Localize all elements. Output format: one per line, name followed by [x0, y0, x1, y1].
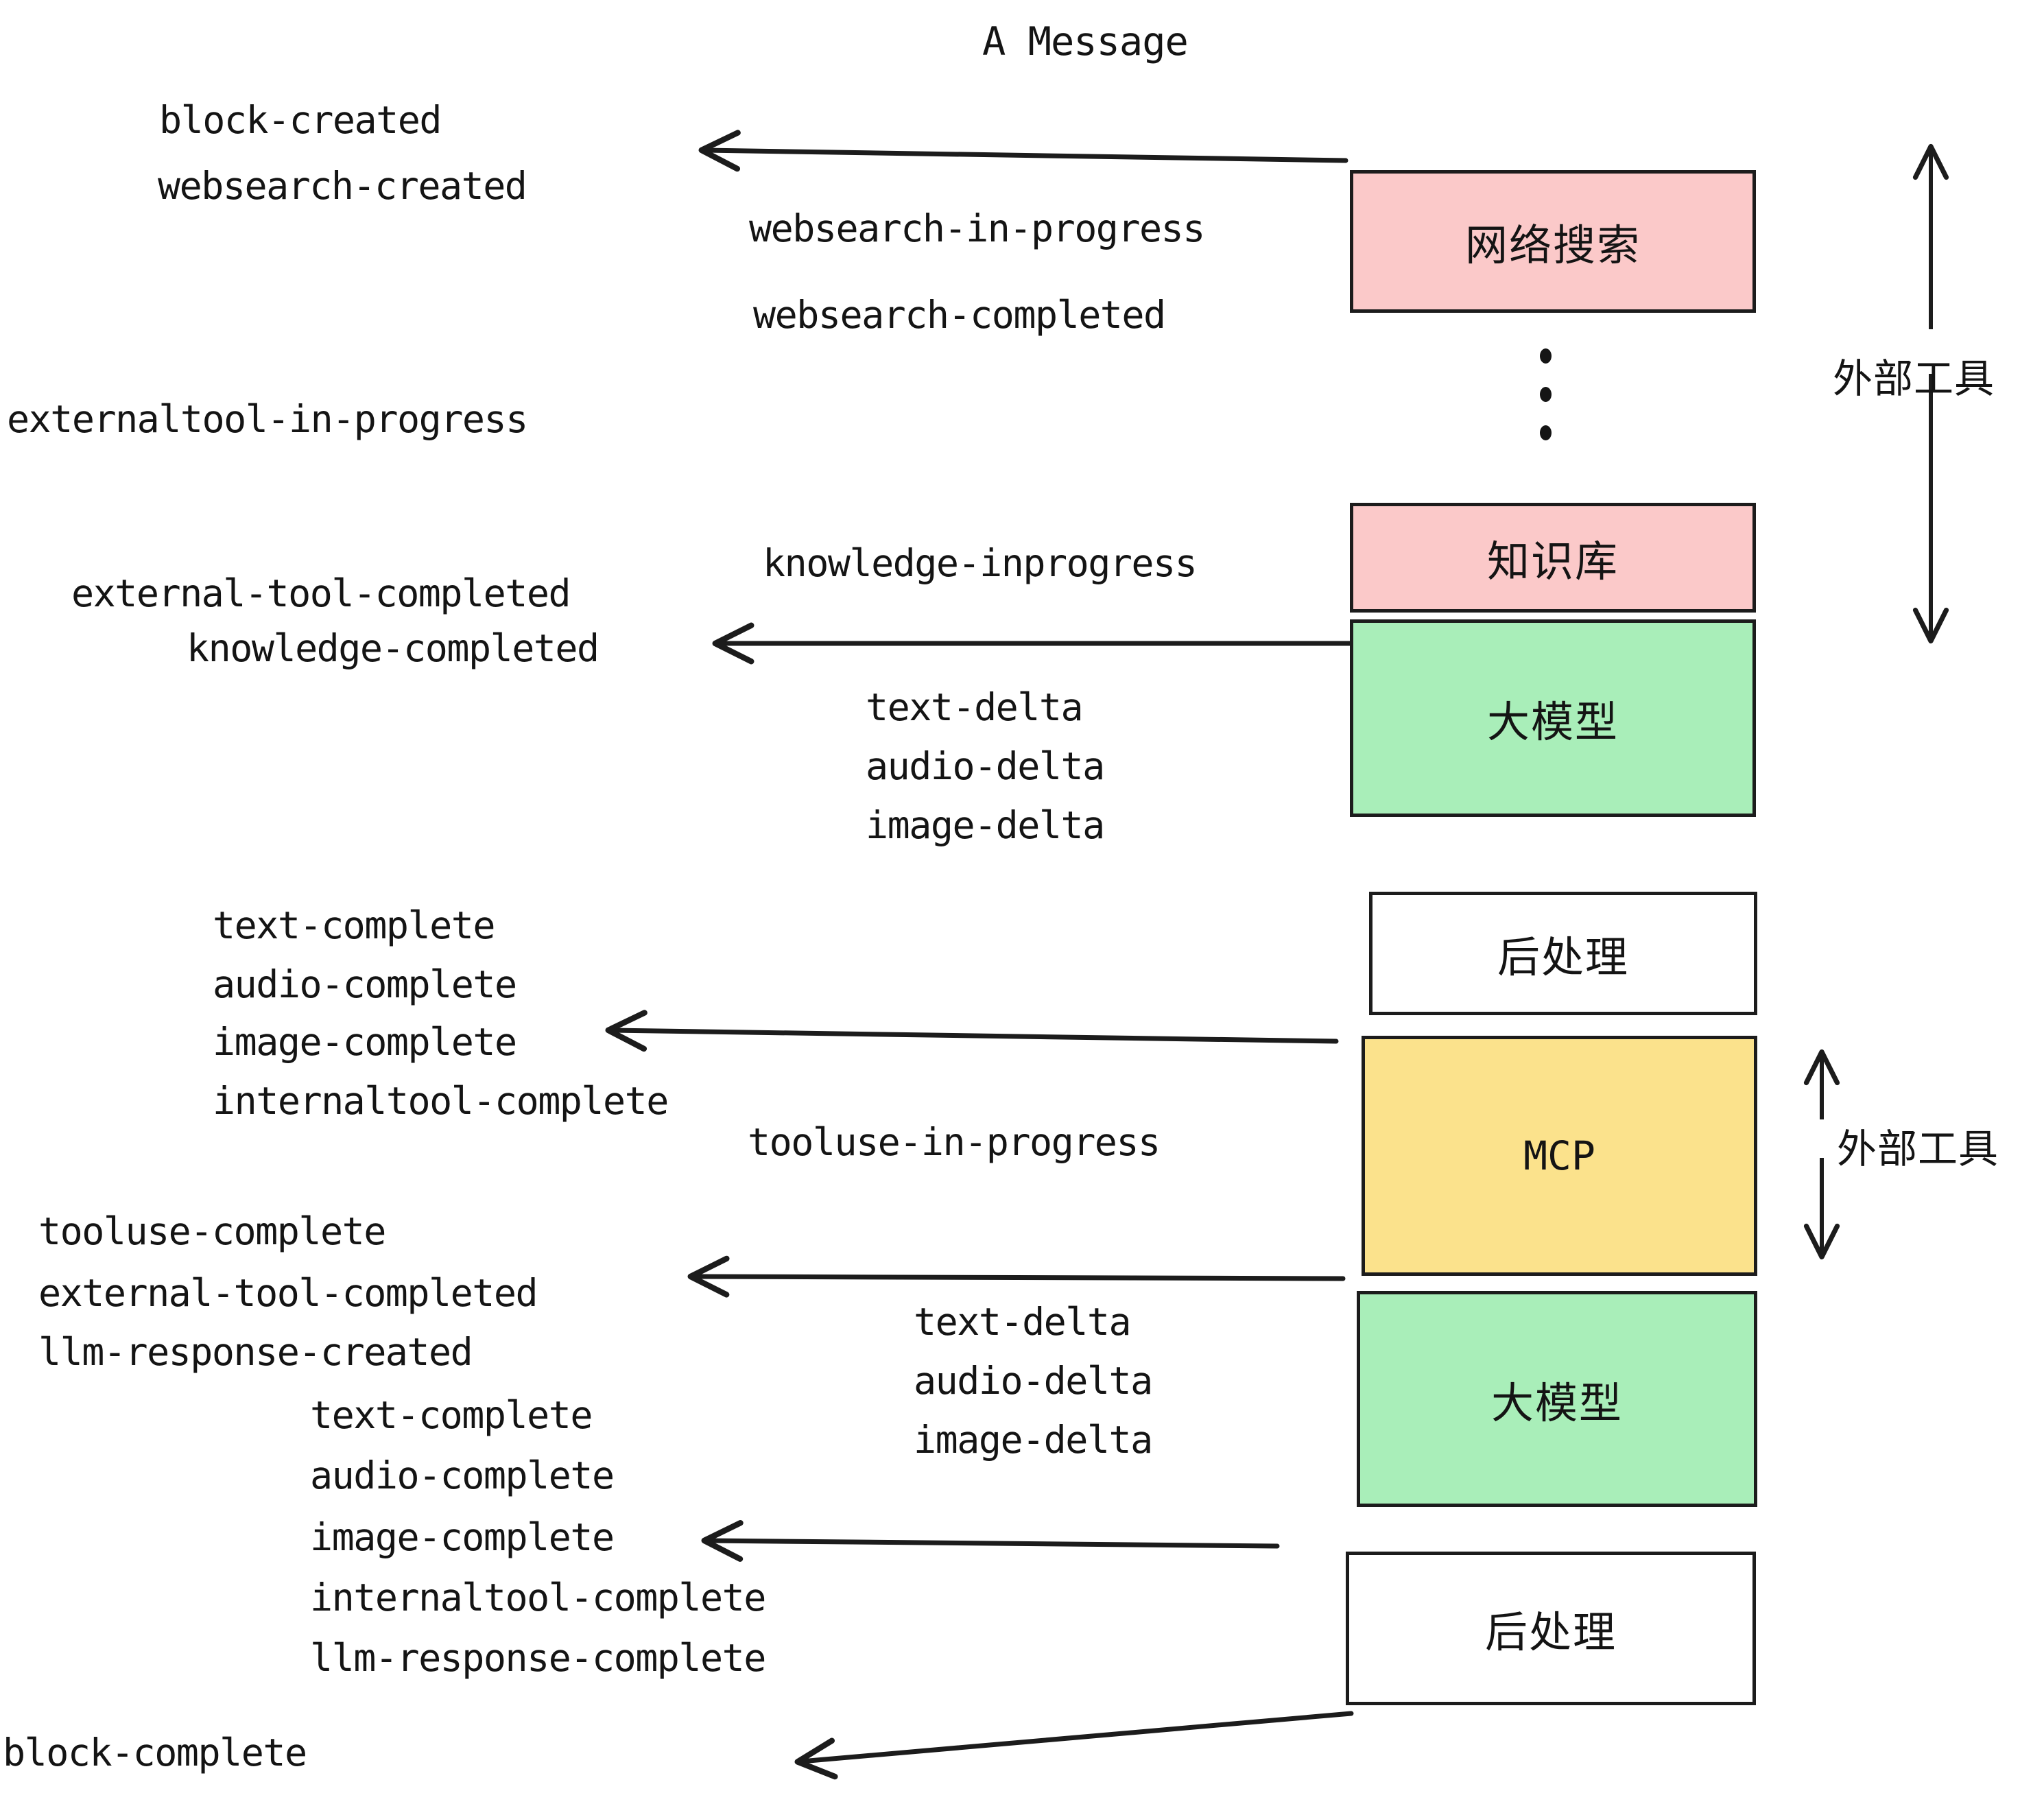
node-postprocess-1[interactable]: 后处理 [1369, 892, 1757, 1015]
event-label-audio-complete-1: audio-complete [213, 962, 517, 1006]
flow-arrows [605, 130, 1354, 1780]
node-websearch[interactable]: 网络搜索 [1350, 170, 1756, 313]
event-label-text-complete-2: text-complete [310, 1393, 593, 1437]
arrow-websearch-to-block [698, 130, 1348, 172]
event-label-knowledge-inprogress: knowledge-inprogress [763, 541, 1198, 585]
event-label-image-complete-2: image-complete [310, 1515, 615, 1559]
node-label: 网络搜索 [1464, 220, 1641, 270]
event-label-text-complete-1: text-complete [213, 903, 495, 947]
node-mcp[interactable]: MCP [1362, 1036, 1757, 1276]
node-label: 知识库 [1486, 536, 1619, 586]
event-label-llm-response-complete: llm-response-complete [310, 1636, 766, 1680]
event-label-websearch-completed: websearch-completed [753, 293, 1166, 337]
event-label-external-tool-completed-1: external-tool-completed [71, 571, 571, 615]
arrow-mcp-to-image [605, 1010, 1339, 1052]
node-llm-2[interactable]: 大模型 [1357, 1291, 1757, 1507]
side-label-external-tools-bottom: 外部工具 [1837, 1126, 1999, 1172]
event-label-audio-delta-1: audio-delta [866, 744, 1105, 788]
arrow-post2-to-blockcomplete [794, 1711, 1354, 1780]
event-label-websearch-created: websearch-created [158, 164, 527, 208]
node-postprocess-2[interactable]: 后处理 [1346, 1552, 1756, 1705]
event-label-image-complete-1: image-complete [213, 1020, 517, 1064]
event-label-block-complete: block-complete [3, 1731, 307, 1775]
event-label-audio-delta-2: audio-delta [914, 1359, 1153, 1403]
node-label: 后处理 [1484, 1607, 1617, 1657]
side-label-external-tools-top: 外部工具 [1833, 355, 1995, 402]
node-label: MCP [1523, 1132, 1595, 1179]
event-label-image-delta-1: image-delta [866, 803, 1105, 847]
arrow-llm2-to-tooluse [687, 1255, 1346, 1298]
ellipsis-dot [1540, 387, 1552, 402]
node-label: 大模型 [1486, 697, 1619, 747]
node-label: 大模型 [1490, 1377, 1623, 1428]
node-knowledge[interactable]: 知识库 [1350, 503, 1756, 613]
event-label-image-delta-2: image-delta [914, 1418, 1153, 1462]
event-label-text-delta-1: text-delta [866, 685, 1084, 729]
event-label-tooluse-complete: tooluse-complete [38, 1209, 386, 1253]
node-llm-1[interactable]: 大模型 [1350, 619, 1756, 817]
vertical-ellipsis-icon [1540, 348, 1552, 440]
arrow-llm2-to-audio [701, 1520, 1280, 1562]
event-label-knowledge-completed: knowledge-completed [187, 626, 599, 670]
event-label-audio-complete-2: audio-complete [310, 1453, 615, 1497]
event-label-block-created: block-created [159, 98, 442, 142]
event-label-internaltool-complete-1: internaltool-complete [213, 1079, 669, 1123]
event-label-tooluse-in-progress: tooluse-in-progress [748, 1120, 1161, 1164]
page-title: A Message [982, 19, 1189, 64]
event-label-internaltool-complete-2: internaltool-complete [310, 1576, 766, 1619]
event-label-text-delta-2: text-delta [914, 1300, 1132, 1344]
event-label-websearch-in-progress: websearch-in-progress [749, 206, 1205, 250]
ellipsis-dot [1540, 425, 1552, 440]
event-label-llm-response-created: llm-response-created [38, 1330, 473, 1374]
event-label-externaltool-in-progress: externaltool-in-progress [7, 397, 528, 441]
event-label-external-tool-completed-2: external-tool-completed [38, 1271, 538, 1315]
range-arrows [1803, 143, 1949, 1260]
ellipsis-dot [1540, 348, 1552, 364]
node-label: 后处理 [1497, 932, 1629, 982]
